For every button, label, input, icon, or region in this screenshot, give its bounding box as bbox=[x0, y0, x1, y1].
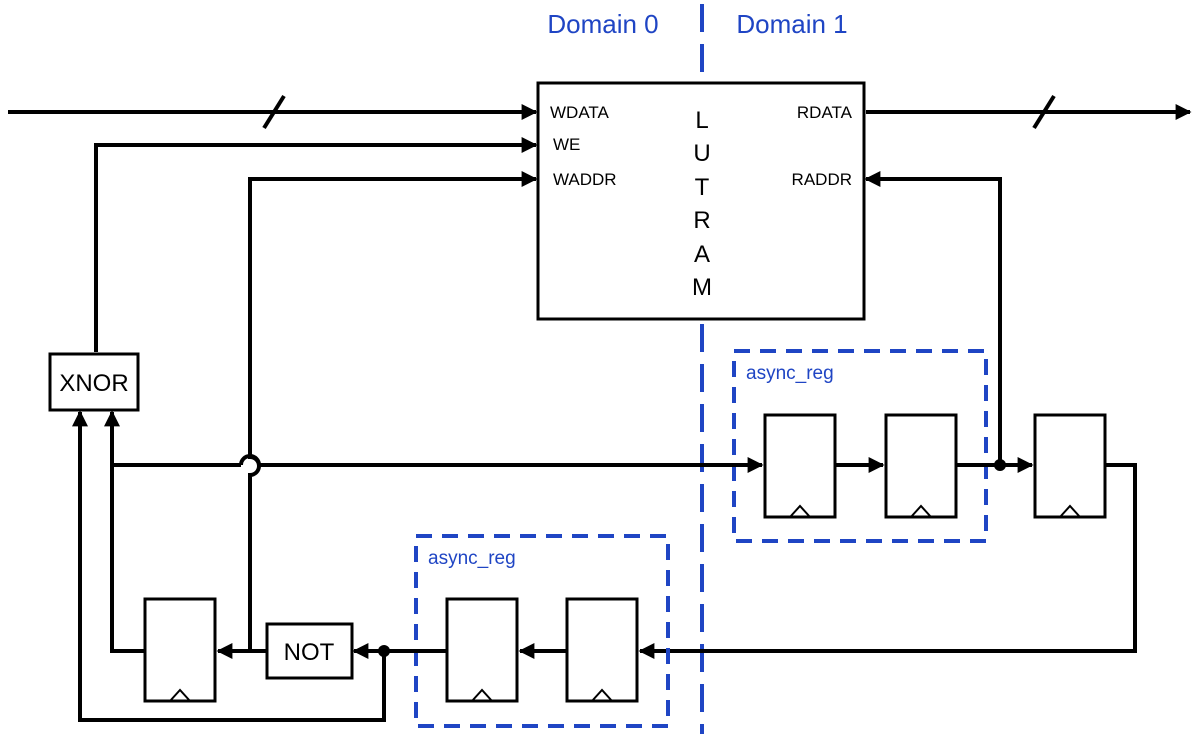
clock-mark bbox=[1059, 504, 1081, 518]
lutram-letter: T bbox=[695, 174, 710, 201]
lutram-block bbox=[536, 81, 866, 321]
lutram-letter: L bbox=[695, 107, 708, 134]
async-reg-label-top: async_reg bbox=[746, 363, 834, 384]
feedback-wire bbox=[638, 463, 1137, 659]
rdata-bus-slash bbox=[1032, 94, 1056, 130]
sync-reg-bottom-2 bbox=[445, 597, 519, 703]
not-gate bbox=[265, 622, 354, 680]
lutram-letter: M bbox=[692, 274, 712, 301]
wdata-bus-slash bbox=[262, 94, 286, 130]
xnor-label: XNOR bbox=[59, 370, 128, 397]
sync-reg-top-2 bbox=[884, 413, 958, 519]
synced-to-xnor bbox=[72, 410, 386, 722]
clock-mark bbox=[591, 688, 613, 702]
wr-ptr-reg bbox=[143, 597, 217, 703]
domain-1-label: Domain 1 bbox=[736, 9, 847, 39]
lutram-letter: U bbox=[693, 140, 710, 167]
waddr-wire bbox=[248, 171, 538, 651]
port-raddr: RADDR bbox=[792, 170, 852, 189]
lutram-letter: A bbox=[694, 241, 710, 268]
rd-ptr-reg bbox=[1033, 413, 1107, 519]
async-reg-group-bottom bbox=[414, 534, 670, 728]
port-waddr: WADDR bbox=[553, 170, 617, 189]
clock-mark bbox=[910, 504, 932, 518]
async-reg-group-top bbox=[732, 349, 988, 543]
clock-mark bbox=[789, 504, 811, 518]
junction-dot bbox=[994, 459, 1006, 471]
wire-hop bbox=[239, 454, 261, 466]
port-wdata: WDATA bbox=[550, 103, 610, 122]
sync-reg-top-1 bbox=[763, 413, 837, 519]
domain-0-label: Domain 0 bbox=[547, 9, 658, 39]
async-reg-label-bottom: async_reg bbox=[428, 548, 516, 569]
clock-mark bbox=[169, 688, 191, 702]
port-rdata: RDATA bbox=[797, 103, 853, 122]
not-label: NOT bbox=[284, 639, 335, 666]
clock-mark bbox=[471, 688, 493, 702]
we-wire bbox=[94, 137, 538, 352]
sync-reg-bottom-1 bbox=[565, 597, 639, 703]
wr-ptr-to-xnor bbox=[104, 410, 145, 653]
lutram-letter: R bbox=[693, 207, 710, 234]
port-we: WE bbox=[553, 135, 580, 154]
xnor-gate bbox=[48, 352, 140, 412]
raddr-wire bbox=[864, 171, 1002, 465]
